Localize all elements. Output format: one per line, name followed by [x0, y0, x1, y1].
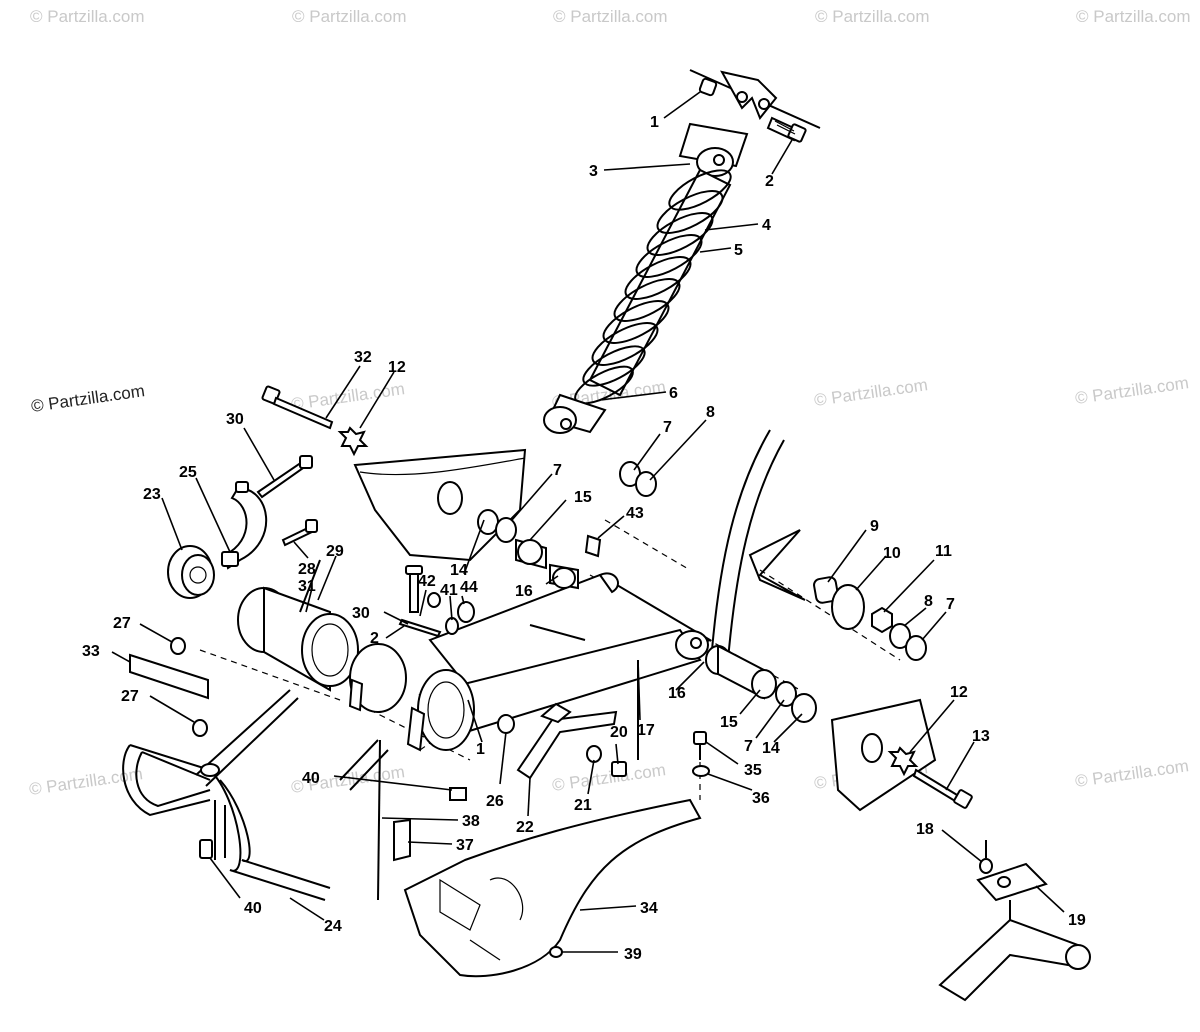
shock-absorber [543, 122, 749, 434]
spacers-right [705, 644, 817, 723]
callout-16: 16 [668, 685, 686, 702]
callout-26: 26 [486, 793, 504, 810]
callout-30: 30 [226, 411, 244, 428]
callout-16: 16 [515, 583, 533, 600]
callout-44: 44 [460, 579, 478, 596]
callout-5: 5 [734, 242, 743, 259]
callout-14: 14 [762, 740, 780, 757]
ring-collars [348, 643, 475, 752]
top-mount-bracket [689, 69, 821, 143]
callout-39: 39 [624, 946, 642, 963]
callout-2: 2 [765, 173, 774, 190]
watermark: © Partzilla.com [292, 7, 407, 26]
callout-7: 7 [553, 462, 562, 479]
callout-34: 34 [640, 900, 658, 917]
callout-17: 17 [637, 722, 655, 739]
callout-30: 30 [352, 605, 370, 622]
callout-40: 40 [302, 770, 320, 787]
slide-bracket-18-19 [938, 840, 1091, 1002]
callout-8: 8 [706, 404, 715, 421]
pivot-shaft-29-31 [237, 559, 359, 692]
callout-37: 37 [456, 837, 474, 854]
callout-8: 8 [924, 593, 933, 610]
callout-10: 10 [883, 545, 901, 562]
hardware-20-26-35-36-39 [449, 714, 710, 958]
callout-19: 19 [1068, 912, 1086, 929]
upper-frame-plate [353, 448, 527, 562]
swing-arm [418, 572, 713, 760]
watermark-copyright: © Partzilla.com [30, 381, 146, 416]
callout-43: 43 [626, 505, 644, 522]
upper-middle-hardware [477, 461, 657, 590]
callout-1: 1 [650, 114, 659, 131]
callout-2: 2 [370, 630, 379, 647]
callout-13: 13 [972, 728, 990, 745]
watermark: © Partzilla.com [1074, 756, 1190, 791]
callout-41: 41 [440, 582, 458, 599]
watermark: © Partzilla.com [28, 764, 144, 799]
watermark: © Partzilla.com [813, 375, 929, 410]
hardware-41-42-44 [398, 565, 475, 638]
callout-27: 27 [121, 688, 139, 705]
callout-12: 12 [950, 684, 968, 701]
watermark: © Partzilla.com [1076, 7, 1191, 26]
star-washer-12a [337, 426, 369, 457]
callout-7: 7 [663, 419, 672, 436]
right-shaft-assembly [711, 429, 927, 661]
callout-12: 12 [388, 359, 406, 376]
right-plate-12-13 [830, 698, 973, 812]
callout-21: 21 [574, 797, 592, 814]
callout-35: 35 [744, 762, 762, 779]
clamp-25 [221, 481, 267, 570]
callout-7: 7 [744, 738, 753, 755]
callout-42: 42 [418, 573, 436, 590]
bolt-30a [256, 455, 313, 499]
callout-11: 11 [935, 543, 952, 560]
callout-4: 4 [762, 217, 771, 234]
callout-28: 28 [298, 561, 316, 578]
idler-wheel-23 [167, 545, 215, 599]
callout-18: 18 [916, 821, 934, 838]
callout-20: 20 [610, 724, 628, 741]
callout-32: 32 [354, 349, 372, 366]
watermark: © Partzilla.com [30, 7, 145, 26]
callout-31: 31 [298, 578, 316, 595]
callout-25: 25 [179, 464, 197, 481]
watermark: © Partzilla.com [551, 760, 667, 795]
callout-36: 36 [752, 790, 770, 807]
callout-7: 7 [946, 596, 955, 613]
leader-lines [111, 91, 1065, 953]
callout-38: 38 [462, 813, 480, 830]
callout-15: 15 [574, 489, 592, 506]
callout-14: 14 [450, 562, 468, 579]
watermark: © Partzilla.com [1074, 373, 1190, 408]
callout-29: 29 [326, 543, 344, 560]
callout-labels: 1 2 3 4 5 6 7 8 7 15 43 9 10 11 8 7 32 1… [82, 114, 1086, 963]
chain-case-34 [403, 798, 702, 978]
bracket-21-22 [516, 702, 618, 780]
watermark: © Partzilla.com [553, 7, 668, 26]
callout-22: 22 [516, 819, 534, 836]
callout-40: 40 [244, 900, 262, 917]
watermark: © Partzilla.com [815, 7, 930, 26]
callout-6: 6 [669, 385, 678, 402]
callout-9: 9 [870, 518, 879, 535]
bolt-28 [281, 519, 318, 547]
callout-15: 15 [720, 714, 738, 731]
callout-3: 3 [589, 163, 598, 180]
bumper-24 [122, 689, 411, 901]
callout-24: 24 [324, 918, 342, 935]
callout-27: 27 [113, 615, 131, 632]
left-bolt-32 [261, 385, 334, 430]
callout-33: 33 [82, 643, 100, 660]
callout-1: 1 [476, 741, 485, 758]
callout-23: 23 [143, 486, 161, 503]
bracket-27-33 [129, 637, 209, 737]
